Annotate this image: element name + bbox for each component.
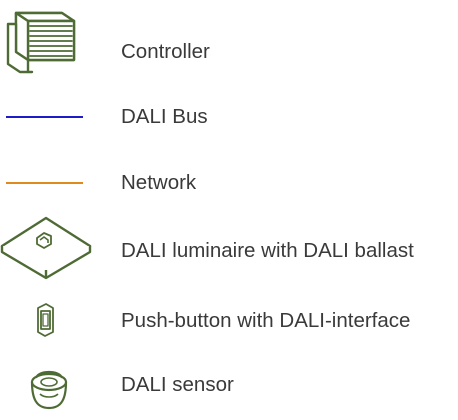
legend-item-network: Network bbox=[0, 156, 458, 216]
legend-label-push-button: Push-button with DALI-interface bbox=[121, 309, 411, 332]
sensor-icon bbox=[30, 370, 68, 410]
luminaire-icon bbox=[0, 216, 92, 280]
dali-bus-line bbox=[6, 116, 83, 118]
controller-icon bbox=[6, 11, 76, 74]
legend-item-luminaire: DALI luminaire with DALI ballast bbox=[0, 212, 458, 280]
legend-label-network: Network bbox=[121, 171, 197, 194]
legend-item-push-button: Push-button with DALI-interface bbox=[0, 296, 458, 356]
push-button-icon bbox=[37, 303, 54, 337]
legend-label-controller: Controller bbox=[121, 40, 210, 63]
legend-label-sensor: DALI sensor bbox=[121, 373, 234, 396]
legend-item-controller: Controller bbox=[0, 0, 458, 74]
legend-item-dali-bus: DALI Bus bbox=[0, 90, 458, 150]
legend-label-dali-bus: DALI Bus bbox=[121, 105, 208, 128]
network-line bbox=[6, 182, 83, 184]
legend-item-sensor: DALI sensor bbox=[0, 360, 458, 420]
legend-label-luminaire: DALI luminaire with DALI ballast bbox=[121, 239, 414, 262]
